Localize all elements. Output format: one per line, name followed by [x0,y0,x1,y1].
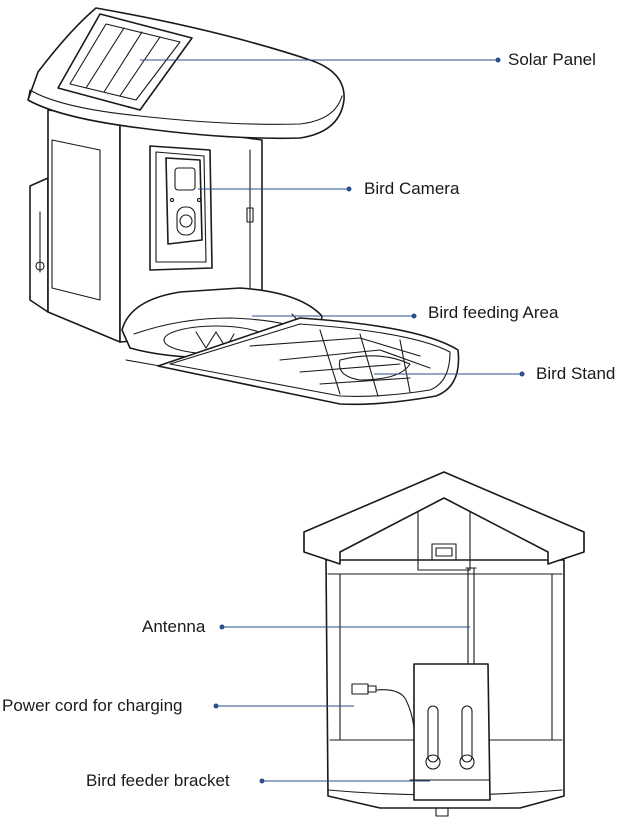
bird-feeder-front-illustration [27,7,460,406]
label-antenna: Antenna [142,617,206,636]
back-roof [303,471,585,565]
label-solar-panel: Solar Panel [508,50,596,69]
side-wing-panel [29,177,49,313]
feeder-body [47,109,121,343]
label-power-cord: Power cord for charging [2,696,183,715]
label-bird-stand: Bird Stand [536,364,616,383]
bracket-plate [413,663,491,801]
power-cord [375,689,415,729]
solar-panel-frame [57,13,193,111]
label-bird-feeding-area: Bird feeding Area [428,303,559,322]
bird-stand-tray [157,317,460,406]
bird-feeder-back-illustration [303,471,585,817]
label-bird-feeder-bracket: Bird feeder bracket [86,771,230,790]
leader-lines [140,57,525,784]
label-bird-camera: Bird Camera [364,179,460,198]
